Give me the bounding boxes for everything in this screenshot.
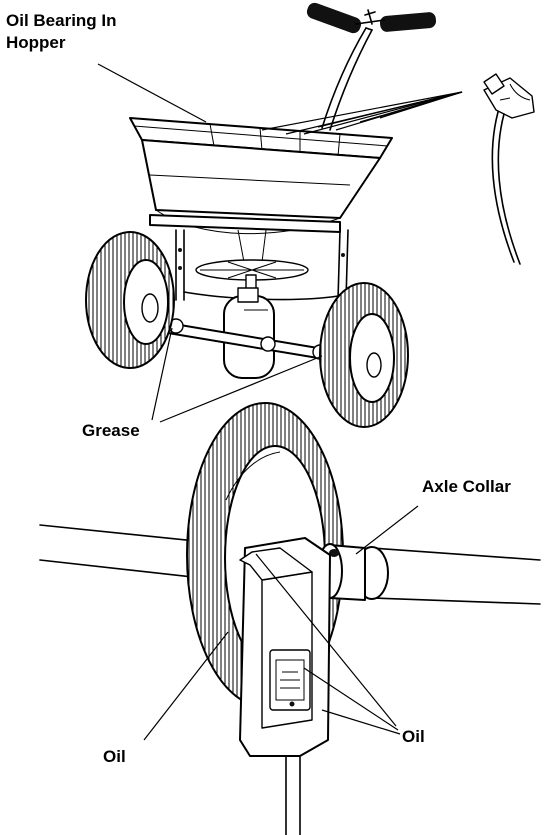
axle-collar-label: Axle Collar (422, 477, 511, 496)
spray-lines (261, 91, 463, 135)
grease-leader-left (151, 327, 173, 421)
oil-label-right: Oil (402, 727, 425, 746)
left-wheel (85, 231, 175, 369)
spreader-illustration (85, 2, 535, 428)
axle-collar-leader (355, 505, 419, 555)
handle (306, 2, 437, 131)
grease-leader-right (159, 355, 323, 423)
oil-bearing-label-line2: Hopper (6, 33, 66, 52)
oil-bearing-label-line1: Oil Bearing In (6, 11, 117, 30)
oil-leader-left (143, 631, 229, 741)
gear-housing (239, 537, 331, 757)
oil-bearing-leader (97, 63, 207, 123)
oil-leader-right-2 (303, 667, 399, 731)
oil-label-left: Oil (103, 747, 126, 766)
impeller (195, 259, 309, 296)
drive-shaft (285, 755, 301, 835)
gearbox-detail-illustration (39, 402, 541, 835)
hopper (129, 117, 393, 263)
grease-label: Grease (82, 421, 140, 440)
oil-leader-right-1 (255, 553, 397, 727)
oil-leader-right-3 (321, 709, 401, 735)
oil-can-icon (483, 73, 535, 265)
right-wheel (319, 282, 409, 428)
